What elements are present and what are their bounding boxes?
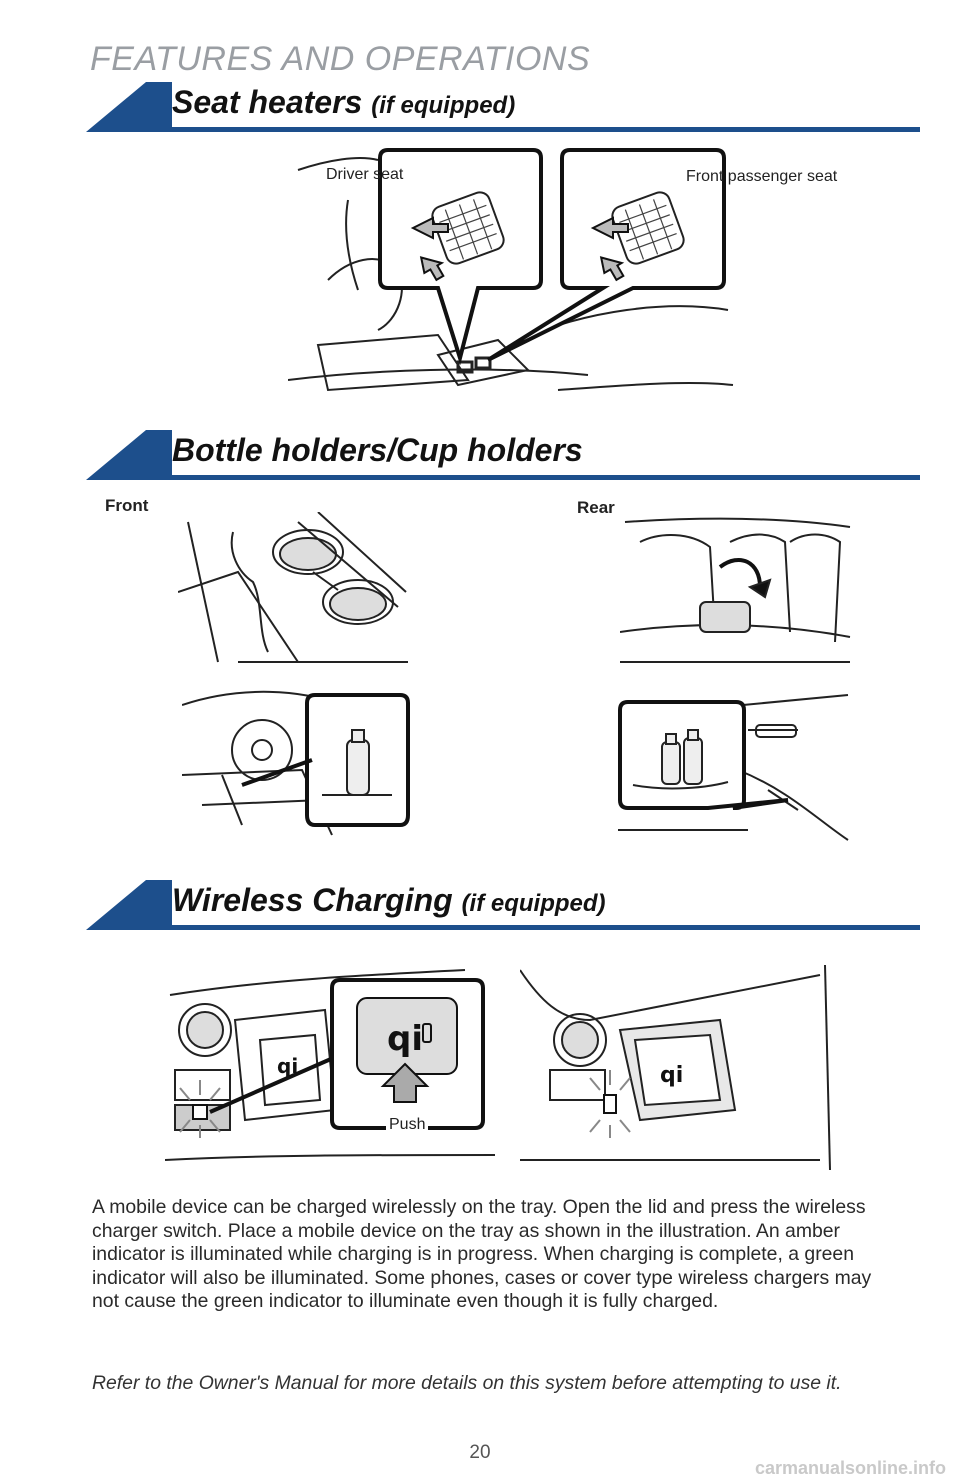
passenger-seat-switch-callout [486,148,726,362]
seat-heater-illustration [288,148,734,392]
front-bottle-holder-illustration [182,690,410,836]
page-number: 20 [469,1442,491,1463]
banner-rule [156,925,920,930]
watermark: carmanualsonline.info [754,1458,946,1478]
label-front: Front [105,496,149,515]
body-paragraph: A mobile device can be charged wirelessl… [92,1196,872,1312]
section-banner-seat-heaters: Seat heaters (if equipped) [86,82,920,132]
wireless-charger-switch-illustration: qi qi [165,969,495,1161]
banner-rule [156,127,920,132]
wireless-switch-callout: qi [209,978,485,1130]
rear-bottle-callout [618,700,789,810]
push-arrow-icon [380,1062,430,1103]
section-banner-cup-holders: Bottle holders/Cup holders [86,430,920,480]
banner-tab-shape [86,880,172,930]
section-title-wireless-charging: Wireless Charging (if equipped) [172,882,606,918]
owners-manual-note: Refer to the Owner's Manual for more det… [92,1372,842,1394]
section-title-seat-heaters: Seat heaters (if equipped) [172,84,516,120]
section-banner-wireless-charging: Wireless Charging (if equipped) [86,880,920,930]
section-title-cup-holders: Bottle holders/Cup holders [172,432,583,468]
rear-armrest-illustration [620,517,851,663]
banner-rule [156,475,920,480]
front-bottle-callout [241,693,410,827]
front-cup-holder-illustration [178,512,408,663]
banner-tab-shape [86,82,172,132]
qi-tray-icon: qi [660,1063,683,1088]
label-rear: Rear [577,498,615,517]
rear-bottle-holder-illustration [618,694,849,841]
page-title: FEATURES AND OPERATIONS [90,40,591,78]
driver-seat-switch-callout [378,148,543,366]
label-push: Push [386,1116,429,1134]
label-front-passenger-seat: Front passenger seat [686,168,838,185]
qi-switch-icon: qi [387,1019,423,1059]
label-driver-seat: Driver seat [326,166,404,183]
wireless-charging-tray-illustration: qi [520,964,831,1171]
banner-tab-shape [86,430,172,480]
qi-logo-icon: qi [277,1054,298,1078]
indicator-glow-icon [589,1070,631,1138]
indicator-glow-icon [179,1080,221,1138]
